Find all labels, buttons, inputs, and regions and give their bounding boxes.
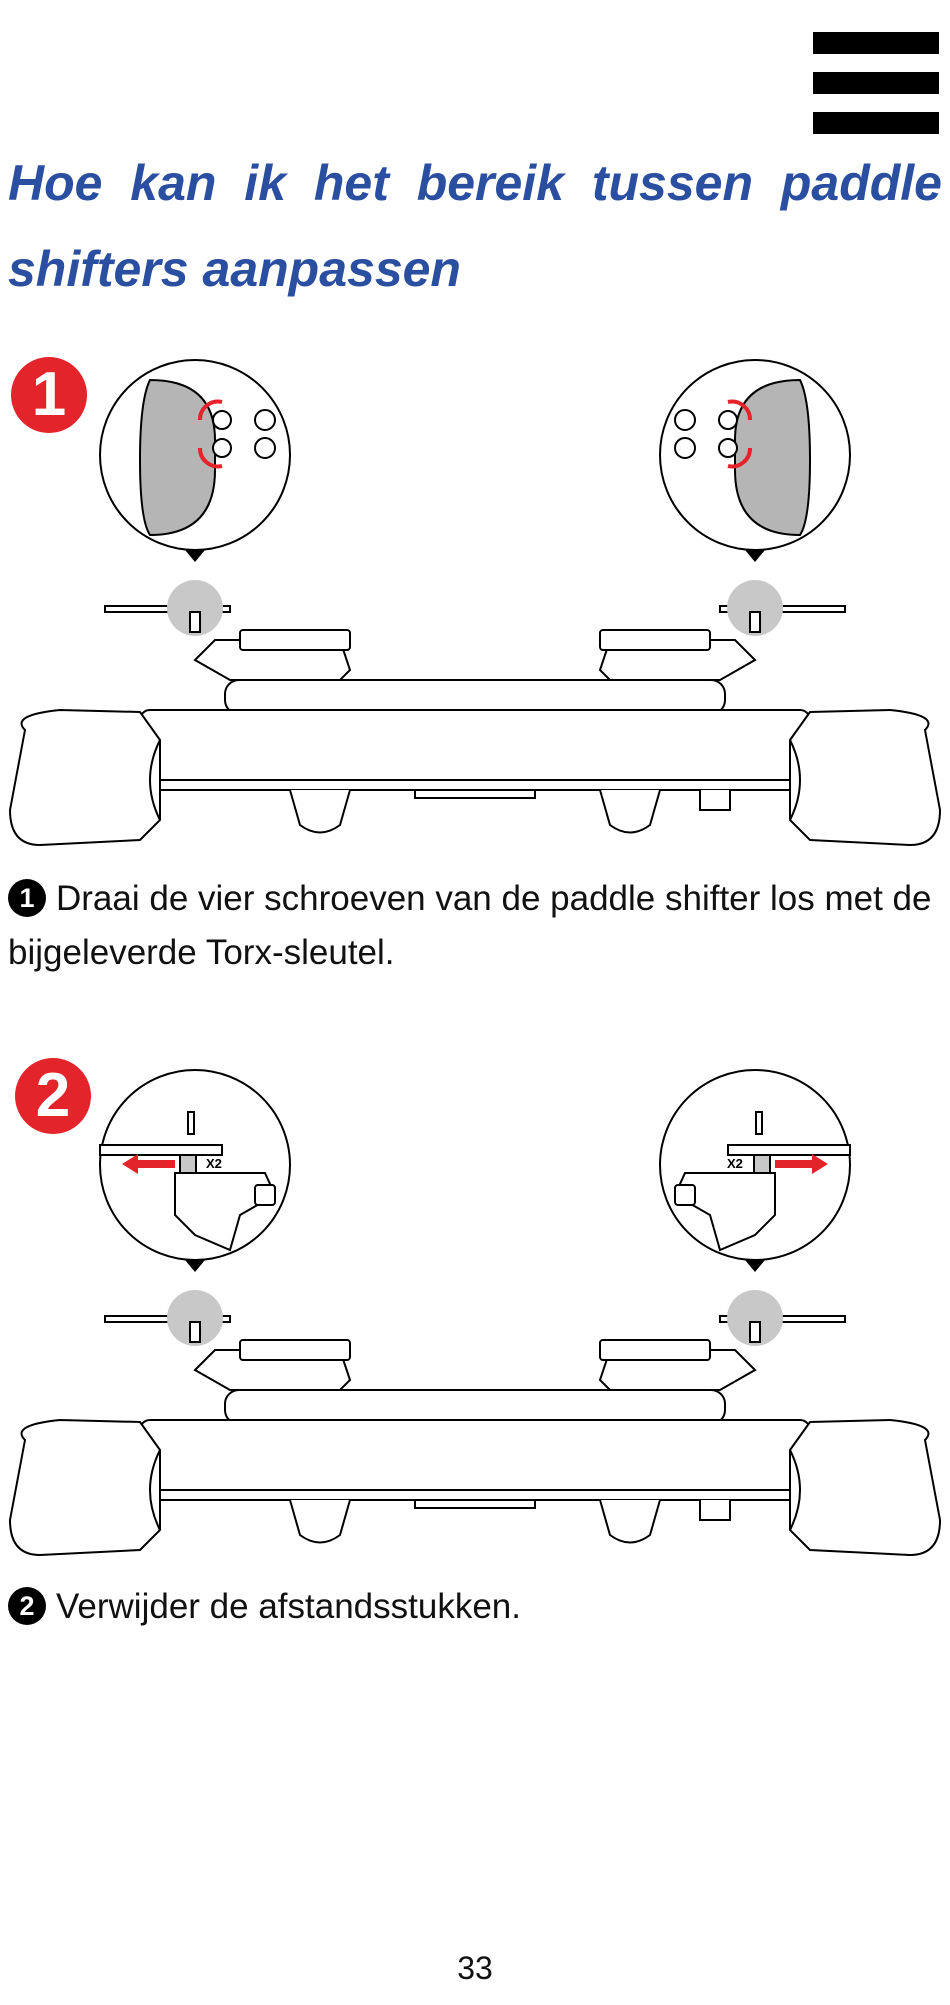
page-number: 33 xyxy=(457,1950,493,1986)
step-1-illustration xyxy=(8,359,942,847)
page-title: Hoe kan ik het bereik tussen paddle shif… xyxy=(8,155,942,297)
step-1-bullet-icon: 1 xyxy=(8,879,46,917)
steering-wheel-base xyxy=(8,629,942,847)
step-2-text: Verwijder de afstandsstukken. xyxy=(56,1587,521,1626)
menu-bar xyxy=(813,32,939,54)
steering-wheel-base xyxy=(8,1339,942,1557)
menu-bar xyxy=(813,72,939,94)
step-2-illustration: X2 X2 xyxy=(8,1069,942,1557)
right-spacer-callout: X2 xyxy=(659,1069,851,1346)
step-1-text: Draai de vier schroeven van de paddle sh… xyxy=(8,879,932,972)
step-1-badge: 1 xyxy=(11,357,87,433)
left-paddle-shifter xyxy=(99,359,291,636)
step-2-instruction: 2 Verwijder de afstandsstukken. xyxy=(8,1580,944,1634)
left-spacer-callout: X2 xyxy=(99,1069,291,1346)
right-paddle-shifter xyxy=(659,359,851,636)
menu-bar xyxy=(813,112,939,134)
step-2-bullet-icon: 2 xyxy=(8,1587,46,1625)
spacer-count-label: X2 xyxy=(727,1156,743,1171)
spacer-count-label: X2 xyxy=(206,1156,222,1171)
step-2-badge: 2 xyxy=(15,1058,91,1134)
hamburger-menu-icon[interactable] xyxy=(813,30,939,136)
